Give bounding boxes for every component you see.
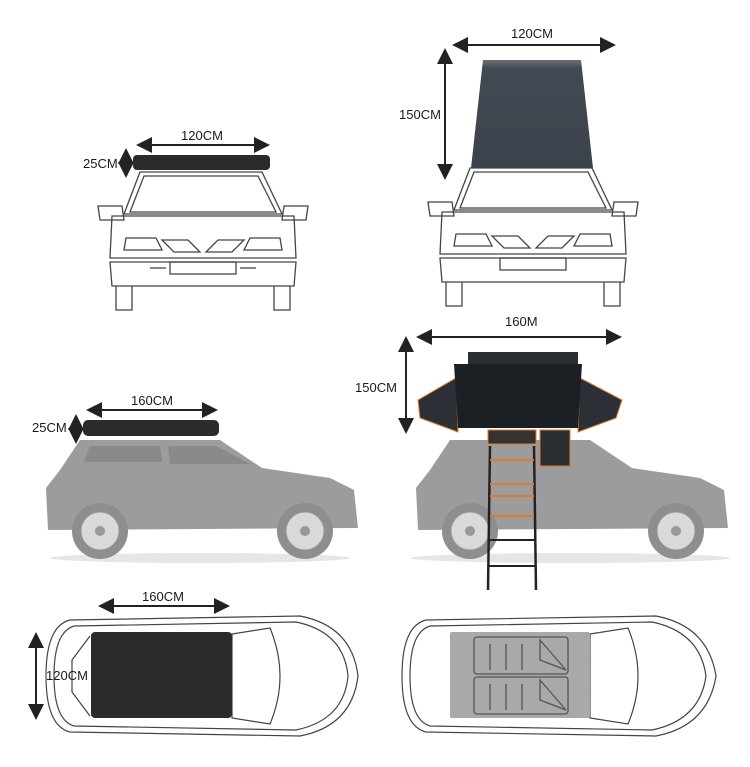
side-view-car-closed (46, 402, 358, 563)
top-view-car-open (401, 615, 717, 737)
side-view-car-open (398, 329, 730, 591)
side-open-height-label: 150CM (355, 380, 397, 395)
front-view-car-closed (97, 137, 309, 311)
front-open-width-label: 120CM (511, 26, 553, 41)
side-closed-width-label: 160CM (131, 393, 173, 408)
front-closed-height-label: 25CM (83, 156, 118, 171)
front-open-height-label: 150CM (399, 107, 441, 122)
top-closed-width-label: 120CM (46, 668, 88, 683)
front-view-car-open (427, 37, 639, 307)
top-closed-length-label: 160CM (142, 589, 184, 604)
front-closed-width-label: 120CM (181, 128, 223, 143)
top-view-car-closed (28, 598, 359, 737)
side-closed-height-label: 25CM (32, 420, 67, 435)
side-open-width-label: 160M (505, 314, 538, 329)
